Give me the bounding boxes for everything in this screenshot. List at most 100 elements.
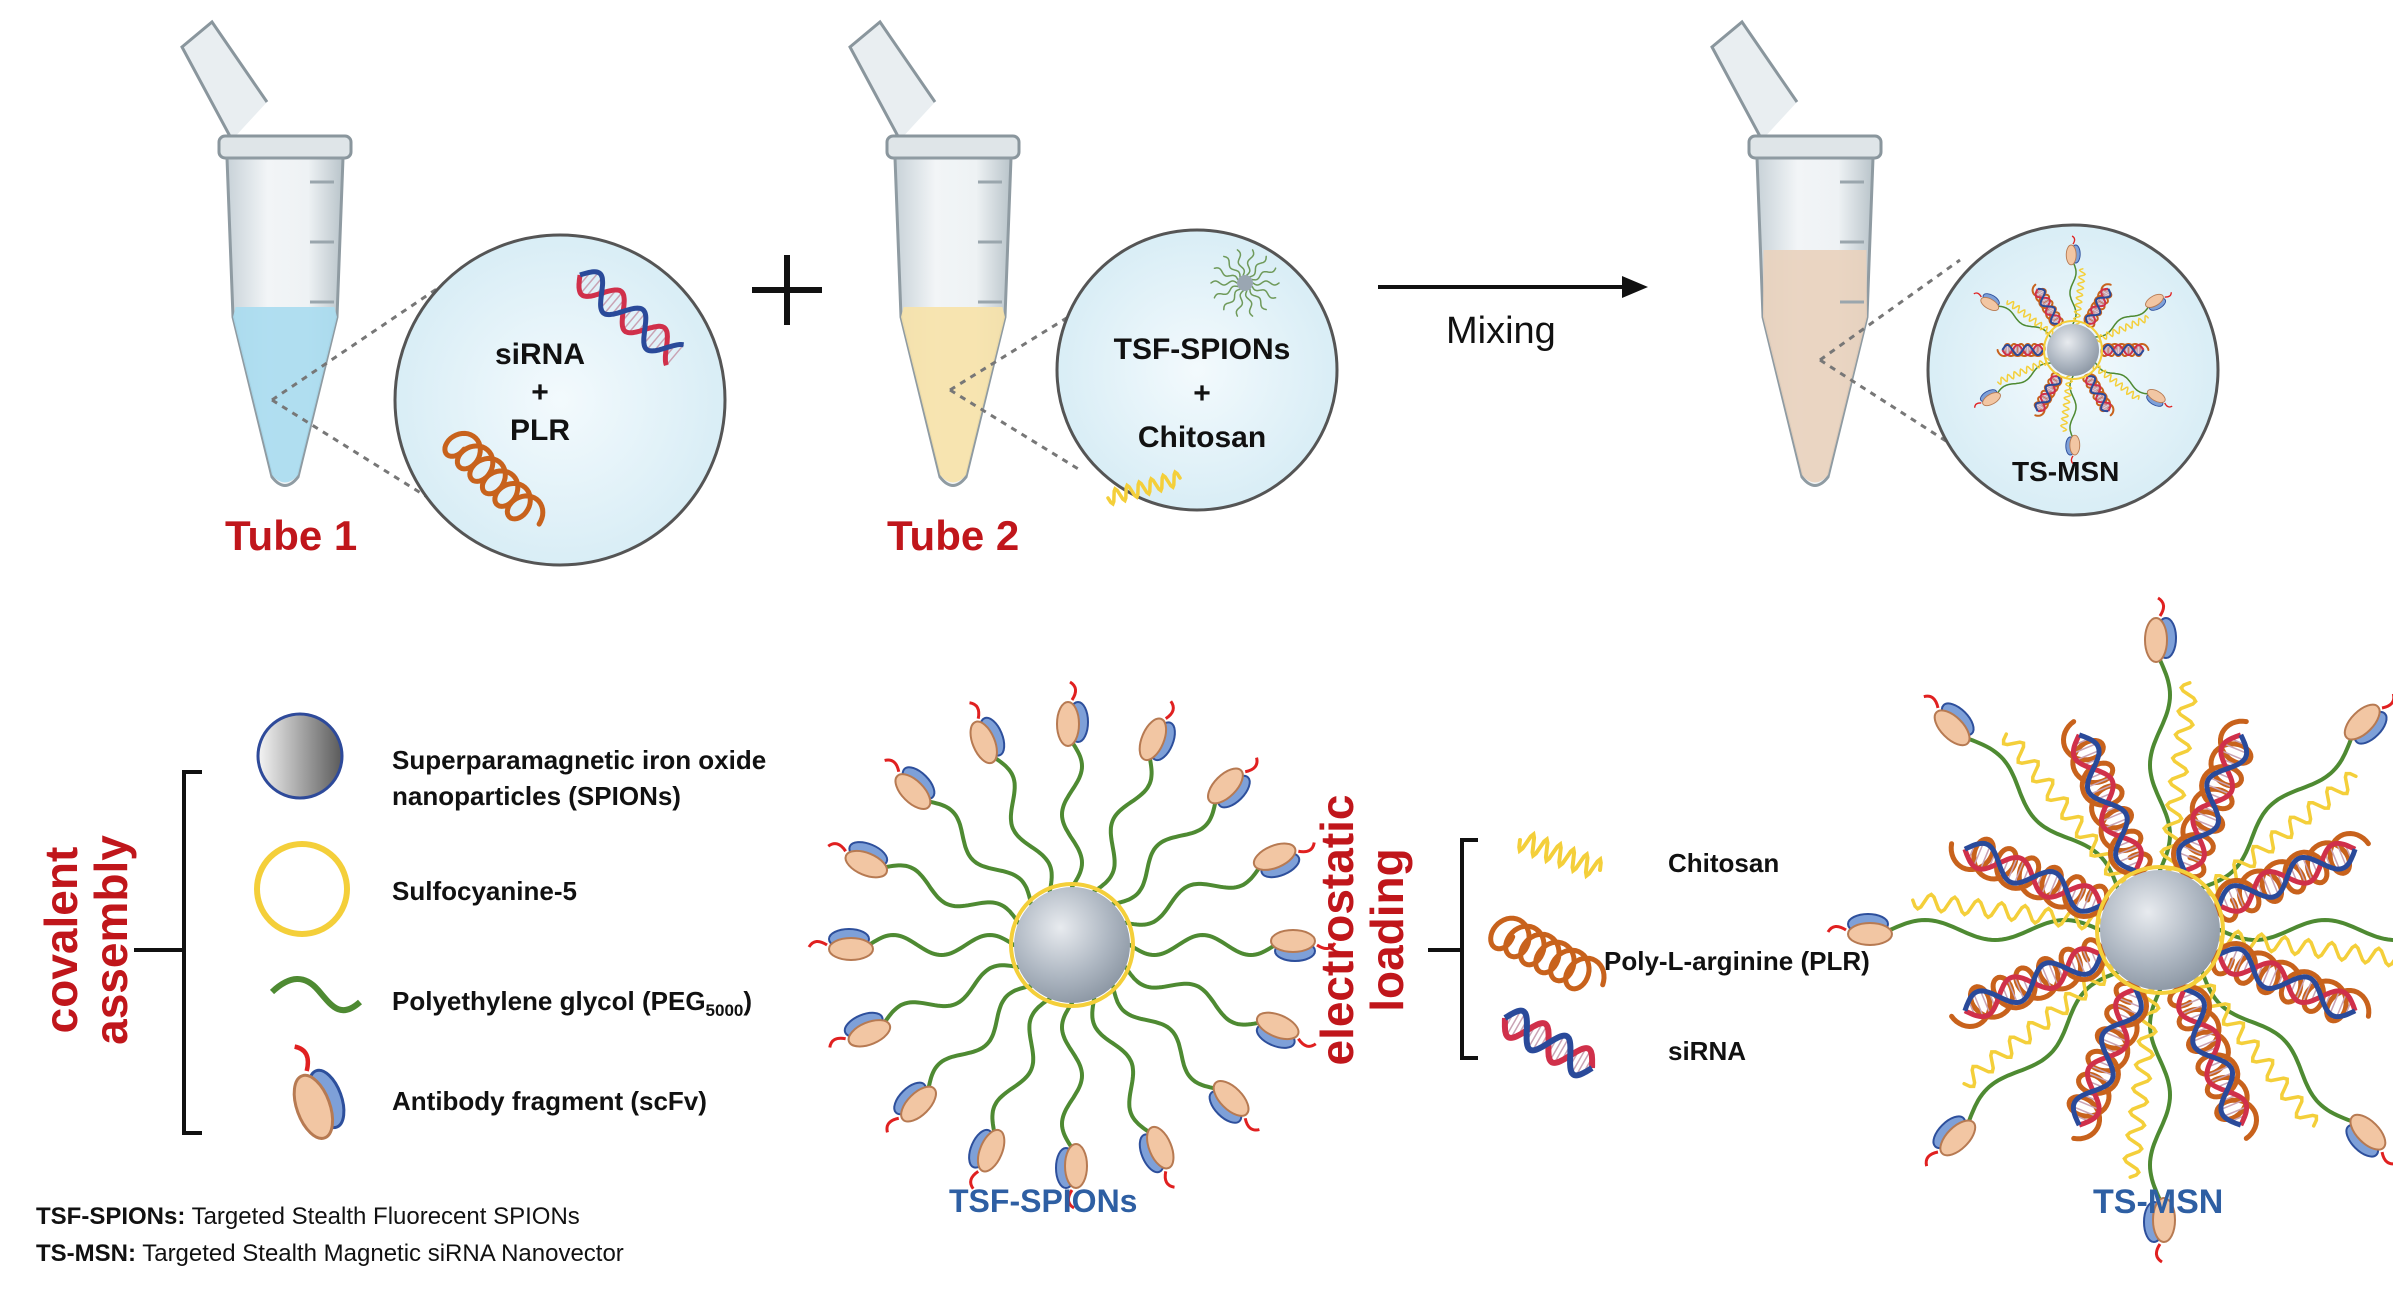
helix-strand-blue — [2102, 344, 2145, 356]
electrostatic-loading-label: electrostatic loading — [1311, 780, 1413, 1080]
wavy-chain — [1251, 267, 1277, 281]
tube-liquid — [901, 307, 1005, 483]
helix-strand-blue — [2084, 288, 2112, 325]
helix-rung — [2040, 395, 2050, 402]
scfv-linker — [1316, 942, 1337, 950]
scfv-linker — [884, 758, 901, 773]
peg-subscript: 5000 — [705, 1001, 744, 1021]
scfv-heavy-chain — [2065, 244, 2077, 266]
helix-rung — [2220, 1099, 2245, 1111]
covalent-assembly-label: covalent assembly — [35, 830, 137, 1050]
wavy-chain — [1213, 267, 1239, 281]
helix-rung — [2013, 860, 2025, 884]
helix-rung — [2090, 308, 2100, 315]
scfv-heavy-chain — [1056, 701, 1080, 747]
wavy-chain — [1059, 1001, 1085, 1150]
helix-rung — [2336, 993, 2347, 1017]
zigzag-path — [1517, 830, 1603, 880]
scfv-icon — [2146, 388, 2173, 408]
helix-rung — [2007, 857, 2018, 881]
legend-chitosan-label: Chitosan — [1668, 848, 1780, 878]
scfv-heavy-chain — [1212, 1080, 1250, 1117]
helix-rung — [603, 291, 623, 315]
scfv-icon — [1826, 913, 1893, 946]
helix-rung — [2081, 888, 2093, 912]
tube-liquid — [1763, 250, 1867, 483]
helix-rung — [2209, 1072, 2233, 1083]
helix-rung — [2045, 306, 2055, 313]
zigzag-path — [2006, 300, 2054, 336]
scfv-icon — [2065, 434, 2081, 465]
helix-rung — [2041, 871, 2052, 895]
tube-rim — [885, 134, 1021, 160]
helix-rung — [1532, 1025, 1548, 1051]
scfv-linker — [827, 842, 847, 853]
scfv-icon — [968, 1128, 1006, 1190]
helix-rung — [2302, 979, 2313, 1003]
coil-path — [442, 430, 546, 527]
helix-rung — [622, 308, 642, 330]
helix-rung — [2040, 298, 2050, 305]
sirna-text: siRNA — [494, 338, 585, 371]
helix-rung — [2101, 404, 2111, 411]
helix-rung — [1979, 845, 1991, 870]
sulfocyanine-ring — [1009, 882, 1135, 1008]
helix-rung — [1505, 1010, 1522, 1036]
zigzag-path — [1106, 469, 1182, 507]
scfv-heavy-chain — [2343, 703, 2381, 741]
wavy-chain — [1244, 290, 1254, 317]
wavy-chain — [1888, 917, 2102, 943]
scfv-linker — [1973, 292, 1982, 298]
helix-rung — [2195, 811, 2219, 822]
wavy-chain — [1123, 965, 1262, 1027]
helix-rung — [2302, 857, 2313, 881]
helix-rung — [2181, 845, 2205, 856]
helix-rung — [2051, 376, 2061, 383]
helix-rung — [2041, 299, 2051, 306]
scfv-linker — [1924, 1150, 1939, 1167]
helix-strand-blue — [2037, 287, 2058, 325]
scfv-icon — [828, 1011, 892, 1048]
legend-sirna-label: siRNA — [1668, 1036, 1747, 1066]
helix-rung — [2087, 1072, 2111, 1083]
mixing-label: Mixing — [1446, 310, 1556, 352]
tube-lid — [180, 19, 269, 141]
scfv-icon — [1208, 1080, 1260, 1132]
helix-strand-blue — [2034, 375, 2062, 412]
helix-rung — [2075, 951, 2086, 975]
helix-strand-blue — [1503, 1007, 1594, 1079]
peg-end: ) — [743, 986, 753, 1016]
scfv-icon — [2143, 1197, 2176, 1264]
scfv-icon — [1056, 680, 1089, 747]
scfv-icon — [2144, 596, 2177, 663]
plus-text: + — [531, 376, 549, 409]
electrostatic-word: electrostatic — [1311, 794, 1363, 1066]
tube-1-illustration — [180, 19, 353, 487]
assembly-word: assembly — [85, 835, 137, 1045]
helix-rung — [2086, 378, 2096, 385]
scfv-heavy-chain — [969, 720, 998, 765]
sulfocyanine-ring — [2095, 865, 2225, 995]
sulfocyanine-ring — [2043, 320, 2103, 380]
scfv-linker — [828, 1036, 846, 1048]
scfv-heavy-chain — [1939, 1119, 1977, 1157]
scfv-heavy-chain — [894, 773, 932, 810]
helix-strand-blue — [2078, 732, 2137, 874]
zigzag-path — [2096, 314, 2149, 343]
helix-rung — [2091, 306, 2101, 313]
electrostatic-bracket — [1428, 838, 1478, 1060]
helix-rung — [2101, 811, 2125, 822]
helix-rung — [2101, 289, 2111, 296]
legend-spions-line-2: nanoparticles (SPIONs) — [392, 781, 681, 811]
tube-2-label: Tube 2 — [887, 512, 1020, 559]
helix-rung — [2227, 948, 2239, 972]
scfv-icon — [2145, 292, 2172, 311]
helix-rung — [2268, 965, 2279, 989]
footnote-msn: TS-MSN: Targeted Stealth Magnetic siRNA … — [36, 1240, 624, 1268]
mini-tsf-spion-icon — [1210, 249, 1280, 317]
wavy-chain — [1092, 755, 1154, 894]
helix-rung — [2045, 387, 2055, 394]
helix-rung — [2115, 1004, 2139, 1015]
helix-rung — [2104, 817, 2128, 829]
wavy-chain — [1210, 280, 1238, 286]
